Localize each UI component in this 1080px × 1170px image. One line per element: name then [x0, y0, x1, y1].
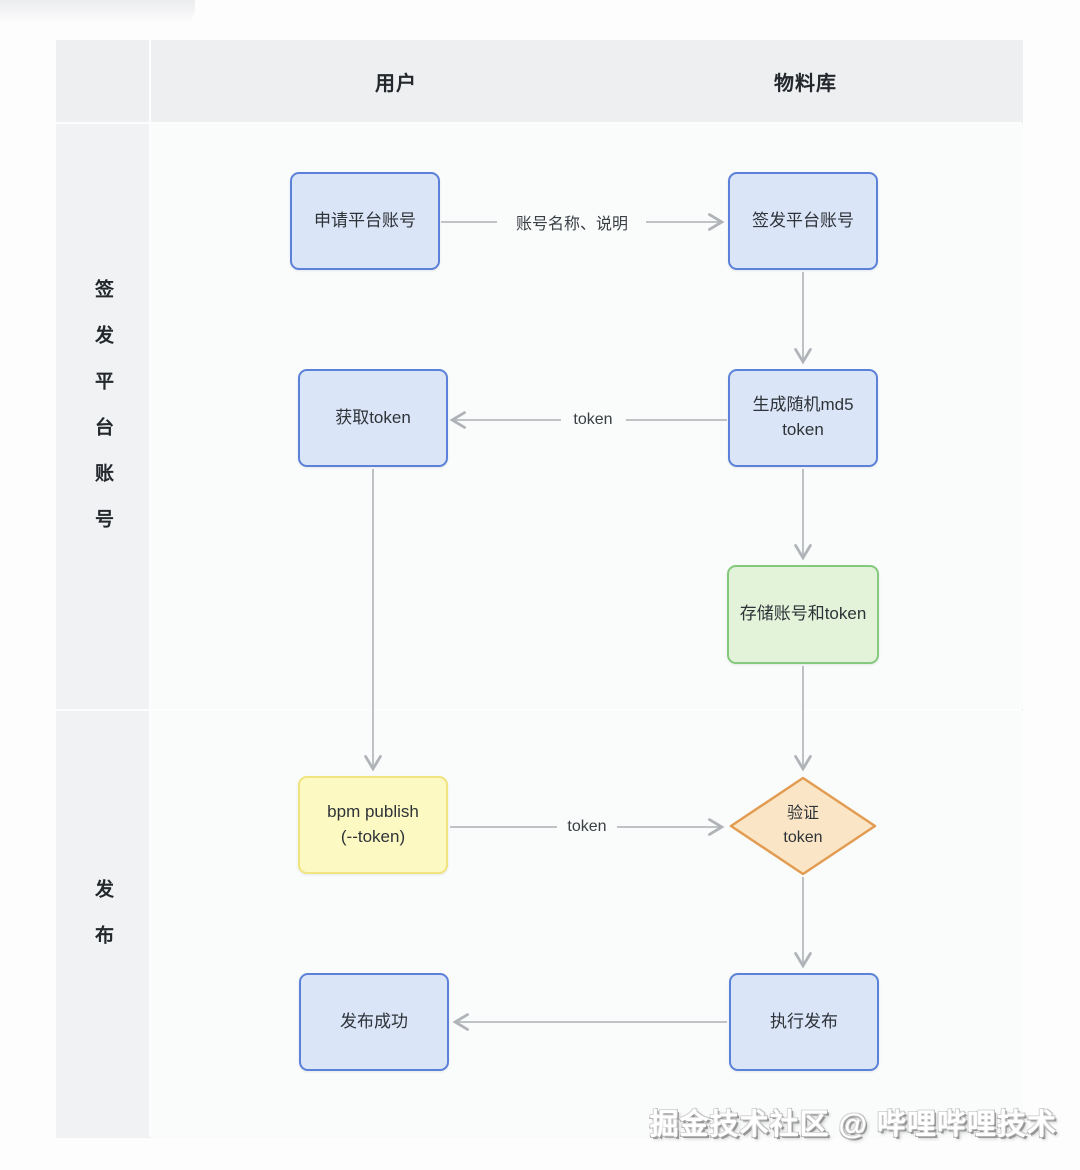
node-bpm-publish-line2: (--token) — [340, 827, 406, 846]
node-bpm-publish-line1: bpm publish — [327, 802, 419, 822]
node-exec-publish-label: 执行发布 — [770, 1011, 838, 1031]
swimlane-corner-cell — [56, 40, 149, 122]
lane-header-material-label: 物料库 — [774, 72, 837, 95]
edge-label-account-info: 账号名称、说明 — [515, 216, 629, 233]
node-bpm-publish: bpm publish (--token) — [298, 776, 448, 874]
row-header-publish: 发布 — [56, 711, 149, 1138]
node-apply-account: 申请平台账号 — [290, 172, 440, 270]
node-apply-account-label: 申请平台账号 — [314, 210, 416, 230]
lane-header-material: 物料库 — [588, 40, 1023, 122]
node-exec-publish: 执行发布 — [729, 973, 879, 1071]
node-verify-token-line1: 验证 — [786, 805, 819, 822]
node-verify-token: 验证 token — [729, 776, 877, 876]
node-publish-success-label: 发布成功 — [340, 1011, 408, 1031]
watermark-text: 掘金技术社区 @ 哔哩哔哩技术 — [649, 1109, 1057, 1141]
node-generate-md5-token: 生成随机md5 token — [728, 369, 878, 467]
node-generate-md5-token-line2: token — [782, 420, 824, 439]
node-get-token: 获取token — [298, 369, 448, 467]
lane-header-user-label: 用户 — [375, 72, 417, 95]
node-generate-md5-token-line1: 生成随机md5 — [752, 395, 854, 415]
lane-header-user: 用户 — [151, 40, 641, 122]
node-get-token-label: 获取token — [335, 407, 411, 427]
row-header-issue-account-label: 签发平台账号 — [92, 278, 113, 555]
corner-gradient-artifact — [0, 0, 195, 26]
node-store-token-label: 存储账号和token — [739, 604, 867, 624]
node-issue-account-label: 签发平台账号 — [752, 210, 854, 230]
node-publish-success: 发布成功 — [299, 973, 449, 1071]
verify-token-diamond-shape — [729, 776, 877, 876]
edge-label-token-return: token — [573, 411, 613, 428]
node-verify-token-text: 验证 token — [729, 776, 877, 876]
row-header-issue-account: 签发平台账号 — [56, 124, 149, 709]
row-header-publish-label: 发布 — [92, 878, 113, 971]
node-store-token: 存储账号和token — [727, 565, 879, 664]
edge-label-token-submit: token — [567, 818, 607, 835]
node-issue-account: 签发平台账号 — [728, 172, 878, 270]
node-verify-token-line2: token — [783, 829, 823, 846]
